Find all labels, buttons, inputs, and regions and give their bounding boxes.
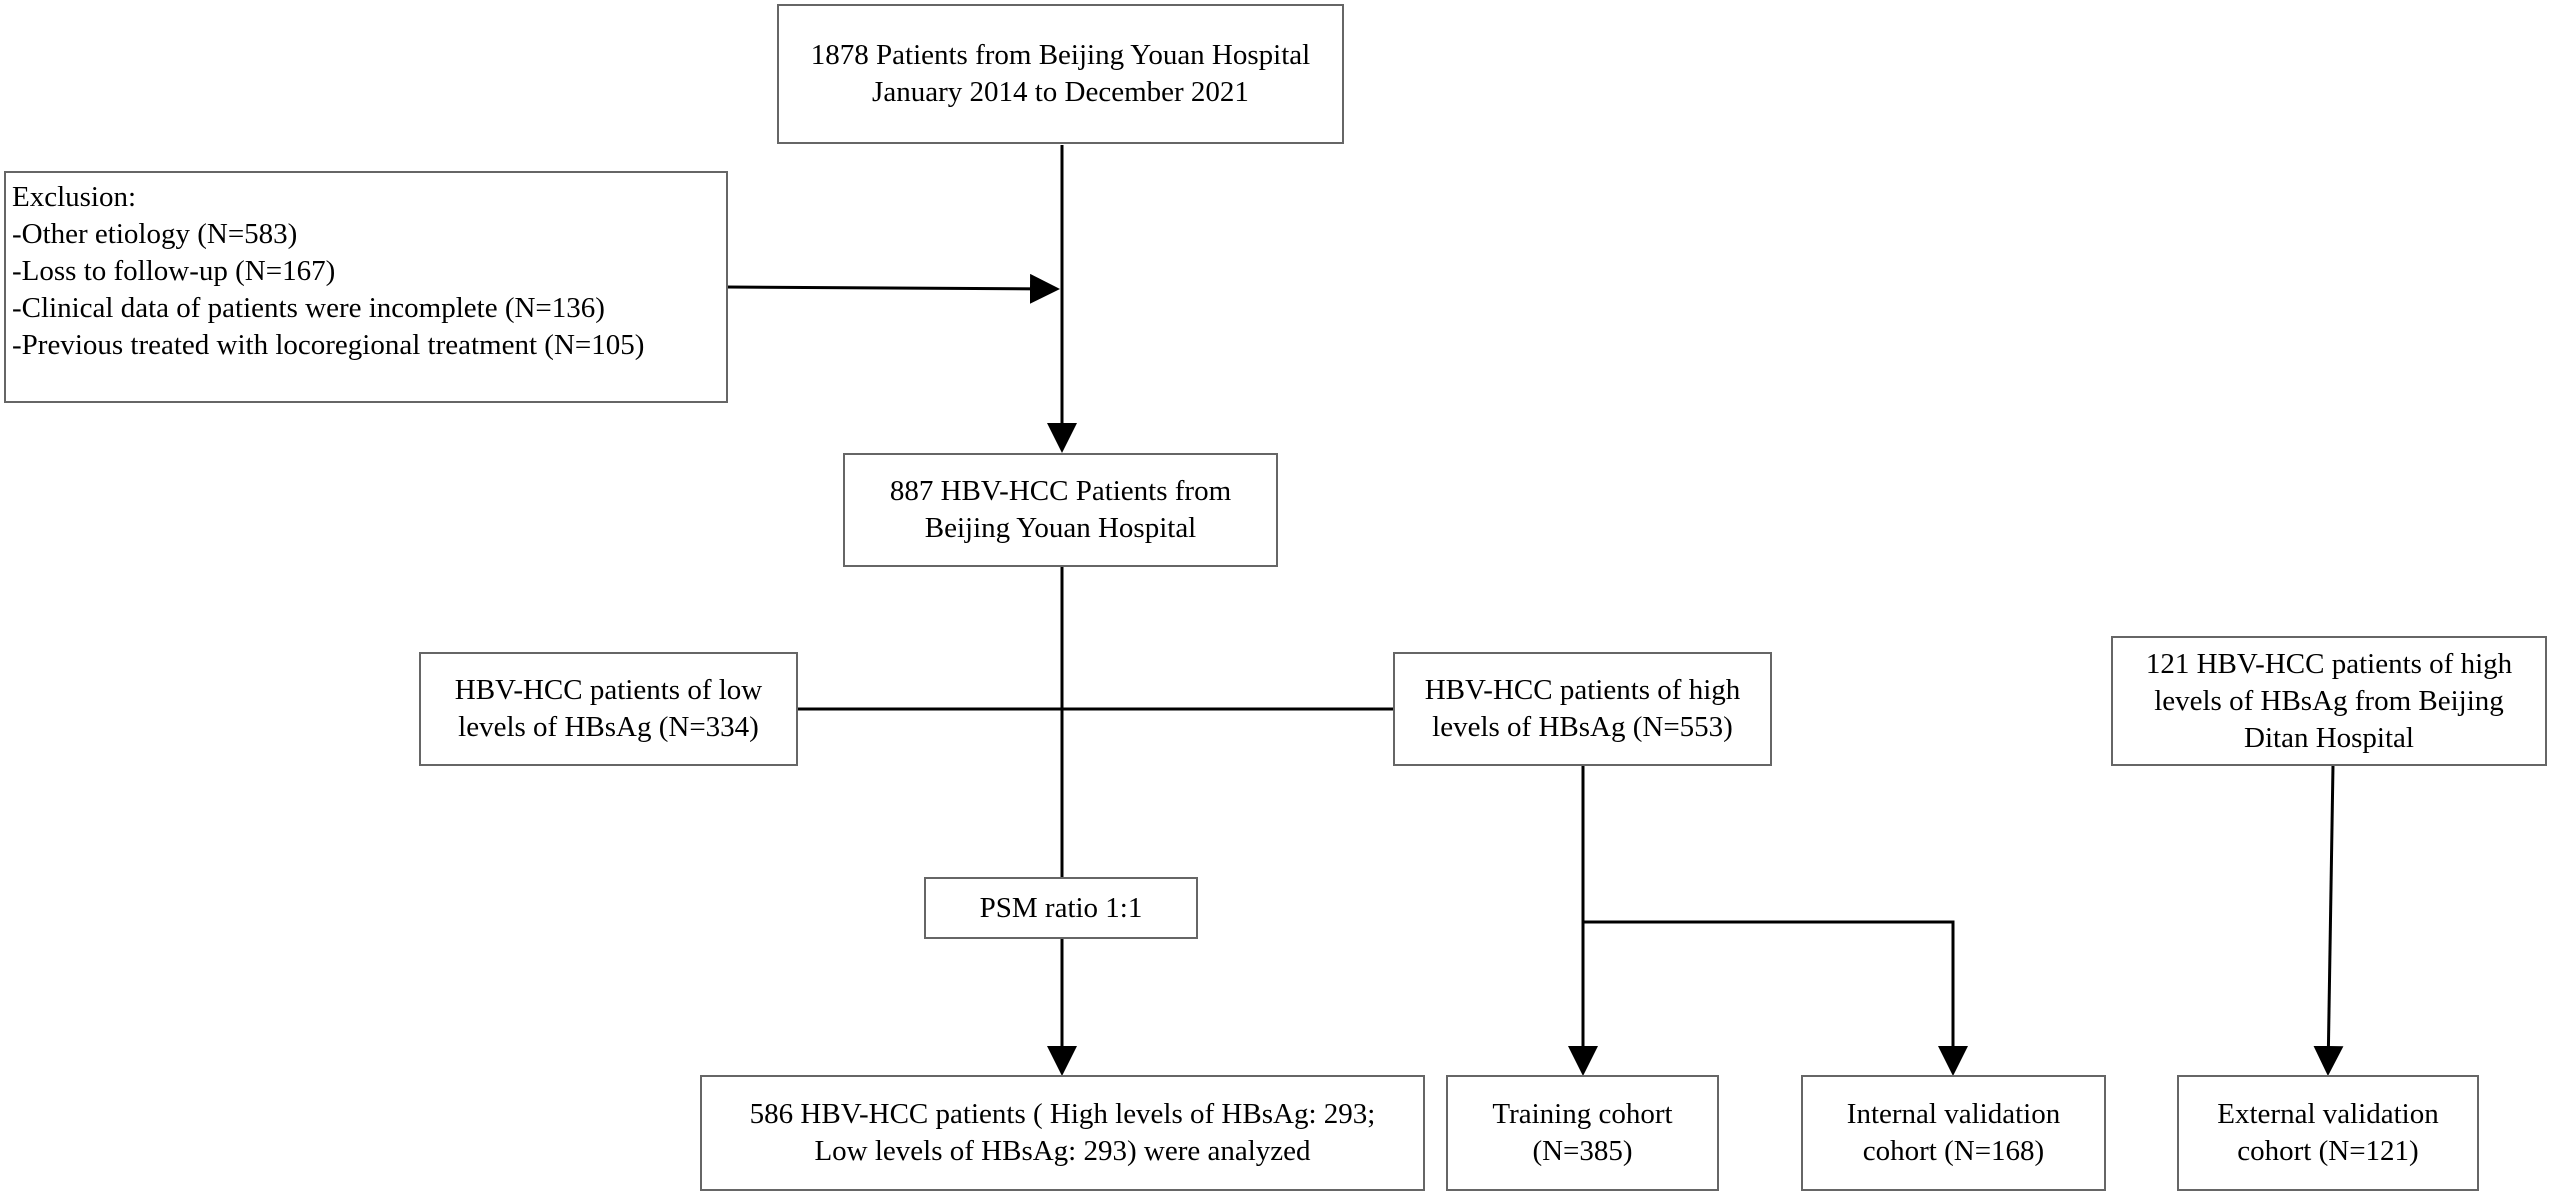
- source-line-1: 1878 Patients from Beijing Youan Hospita…: [810, 39, 1311, 71]
- internal-line-1: Internal validation: [1846, 1098, 2061, 1130]
- psm-label: PSM ratio 1:1: [979, 891, 1143, 924]
- training-line-1: Training cohort: [1492, 1098, 1673, 1130]
- ditan-line-1: 121 HBV-HCC patients of high: [2145, 647, 2513, 680]
- exclusion-box: Exclusion: -Other etiology (N=583) -Loss…: [4, 171, 728, 403]
- ditan-line-3: Ditan Hospital: [2244, 721, 2414, 754]
- exclusion-title: Exclusion:: [12, 181, 137, 213]
- arrow-high-to-internal: [1583, 920, 1968, 1076]
- low-hbsag-line-1: HBV-HCC patients of low: [454, 674, 763, 706]
- exclusion-item: -Other etiology (N=583): [12, 218, 298, 250]
- exclusion-item: -Loss to follow-up (N=167): [12, 255, 336, 287]
- included-line-2: Beijing Youan Hospital: [924, 512, 1197, 544]
- high-hbsag-line-1: HBV-HCC patients of high: [1424, 674, 1741, 706]
- external-validation-box: External validation cohort (N=121): [2177, 1075, 2479, 1191]
- low-hbsag-box: HBV-HCC patients of low levels of HBsAg …: [419, 652, 798, 766]
- ditan-line-2: levels of HBsAg from Beijing: [2154, 684, 2504, 717]
- training-line-2: (N=385): [1532, 1135, 1633, 1167]
- arrow-exclusion-to-main: [725, 273, 1060, 304]
- analyzed-line-1: 586 HBV-HCC patients ( High levels of HB…: [749, 1098, 1376, 1130]
- internal-line-2: cohort (N=168): [1862, 1135, 2045, 1167]
- analyzed-line-2: Low levels of HBsAg: 293) were analyzed: [814, 1135, 1311, 1167]
- source-patients-box: 1878 Patients from Beijing Youan Hospita…: [777, 4, 1344, 144]
- source-line-2: January 2014 to December 2021: [872, 76, 1249, 108]
- internal-validation-box: Internal validation cohort (N=168): [1801, 1075, 2106, 1191]
- high-hbsag-box: HBV-HCC patients of high levels of HBsAg…: [1393, 652, 1772, 766]
- ditan-hospital-box: 121 HBV-HCC patients of high levels of H…: [2111, 636, 2547, 766]
- exclusion-item: -Previous treated with locoregional trea…: [12, 329, 645, 361]
- low-hbsag-line-2: levels of HBsAg (N=334): [458, 711, 759, 743]
- external-line-2: cohort (N=121): [2237, 1135, 2419, 1167]
- included-patients-box: 887 HBV-HCC Patients from Beijing Youan …: [843, 453, 1278, 567]
- exclusion-item: -Clinical data of patients were incomple…: [12, 292, 605, 324]
- high-hbsag-line-2: levels of HBsAg (N=553): [1432, 711, 1733, 743]
- external-line-1: External validation: [2217, 1098, 2439, 1130]
- analyzed-patients-box: 586 HBV-HCC patients ( High levels of HB…: [700, 1075, 1425, 1191]
- included-line-1: 887 HBV-HCC Patients from: [889, 475, 1232, 507]
- training-cohort-box: Training cohort (N=385): [1446, 1075, 1719, 1191]
- arrow-ditan-to-external: [2313, 764, 2344, 1076]
- psm-box: PSM ratio 1:1: [924, 877, 1198, 939]
